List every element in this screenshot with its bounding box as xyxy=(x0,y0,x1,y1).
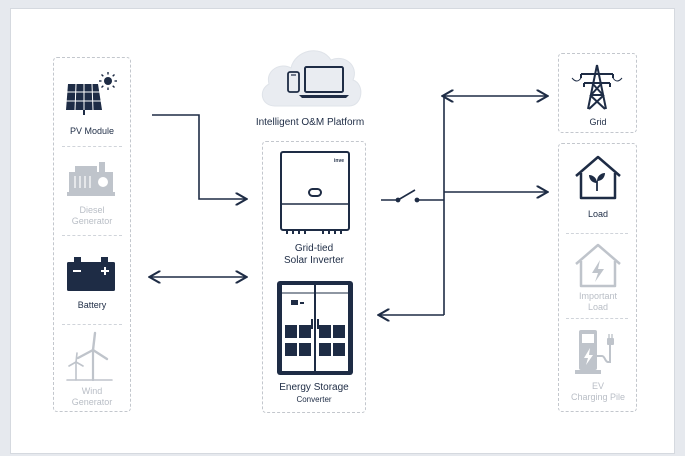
cloud-icon xyxy=(261,50,362,107)
diesel-generator-label: Diesel Generator xyxy=(71,205,113,226)
energy-sources-group xyxy=(53,57,131,412)
energy-storage-converter-icon xyxy=(277,281,353,375)
important-load-label: Important Load xyxy=(578,291,618,312)
wind-turbine-icon xyxy=(66,331,113,382)
wind-generator-label: Wind Generator xyxy=(71,386,113,407)
pv-module-label: PV Module xyxy=(69,126,115,136)
converter-label: Converter xyxy=(296,395,332,404)
separator xyxy=(566,233,628,234)
inverter-converter-group xyxy=(262,141,366,413)
laptop-icon xyxy=(299,66,349,98)
grid-label: Grid xyxy=(589,117,607,127)
diesel-generator-icon xyxy=(67,162,115,196)
solar-inverter-label: Grid-tied Solar Inverter xyxy=(283,243,345,266)
separator xyxy=(62,324,122,325)
grid-group xyxy=(558,53,637,133)
platform-label: Intelligent O&M Platform xyxy=(255,117,365,128)
pv-to-inverter-line xyxy=(152,114,245,199)
separator xyxy=(566,318,628,319)
ac-switch xyxy=(397,189,416,201)
ev-charger-icon xyxy=(575,330,614,374)
battery-icon xyxy=(67,257,115,291)
separator xyxy=(62,146,122,147)
solar-panel-icon xyxy=(66,72,117,115)
sun-icon xyxy=(99,72,117,90)
loads-group xyxy=(558,143,637,412)
load-label: Load xyxy=(587,209,609,219)
energy-storage-label: Energy Storage xyxy=(279,382,349,393)
house-plant-icon xyxy=(575,155,621,200)
house-bolt-icon xyxy=(575,243,621,288)
brand-logo: inve xyxy=(334,158,344,164)
ev-charging-pile-label: EV Charging Pile xyxy=(570,381,626,402)
battery-label: Battery xyxy=(77,300,107,310)
separator xyxy=(62,235,122,236)
solar-inverter-icon: inve xyxy=(280,151,350,234)
transmission-tower-icon xyxy=(571,64,623,110)
phone-icon xyxy=(287,71,300,93)
